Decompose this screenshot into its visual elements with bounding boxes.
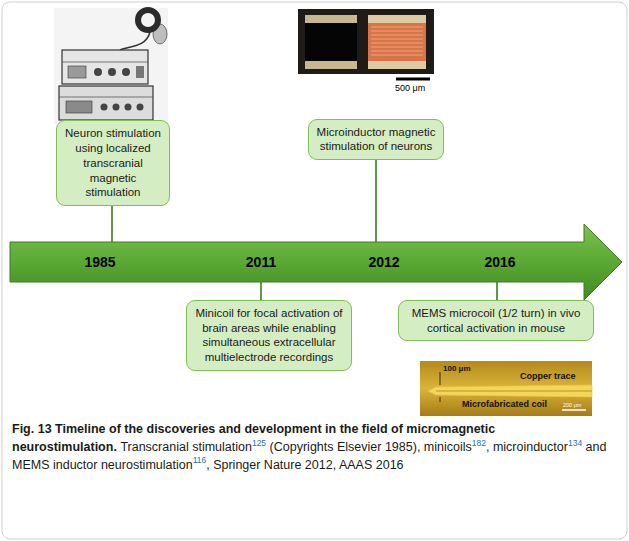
scale-label: 200 μm [563,402,581,408]
timeline-tick [375,160,377,242]
timeline-tick [111,206,113,242]
part-label: Microfabricated coil [462,399,547,409]
reference-number: 134 [568,438,582,448]
tms-device-photo [54,8,168,124]
caption-credit: , Springer Nature 2012, AAAS 2016 [206,458,403,472]
caption-credit: (Copyrights Elsevier 1985), minicoils [270,440,472,454]
box-text: Neuron stimulation using localized trans… [63,126,163,200]
year-label: 1985 [84,254,115,270]
timeline-tick [260,282,262,300]
reference-number: 182 [472,438,486,448]
reference-number: 125 [252,438,266,448]
part-label: Copper trace [520,371,576,381]
caption-credit: Transcranial stimulation [120,440,252,454]
mems-microcoil-photo [420,361,592,416]
microinductor-photo [298,9,434,79]
year-label: 2012 [368,254,399,270]
timeline-box: Minicoil for focal activation of brain a… [186,300,352,371]
dimension-label: 100 μm [443,364,471,373]
scale-label: 500 μm [395,83,425,93]
caption-credit: , microinductor [486,440,568,454]
timeline-box: Microinductor magnetic stimulation of ne… [308,119,444,160]
box-text: Minicoil for focal activation of brain a… [193,306,345,365]
year-label: 2011 [246,254,276,270]
figure-caption-block: Fig. 13 Timeline of the discoveries and … [12,421,618,474]
reference-number: 116 [193,455,207,465]
year-label: 2016 [484,254,515,270]
timeline-box: MEMS microcoil (1/2 turn) in vivo cortic… [398,300,594,341]
timeline-arrow [10,224,622,300]
box-text: MEMS microcoil (1/2 turn) in vivo cortic… [405,306,587,335]
box-text: Microinductor magnetic stimulation of ne… [315,125,437,154]
scale-bar [396,78,430,81]
timeline-box: Neuron stimulation using localized trans… [56,120,170,206]
timeline-tick [496,282,498,300]
